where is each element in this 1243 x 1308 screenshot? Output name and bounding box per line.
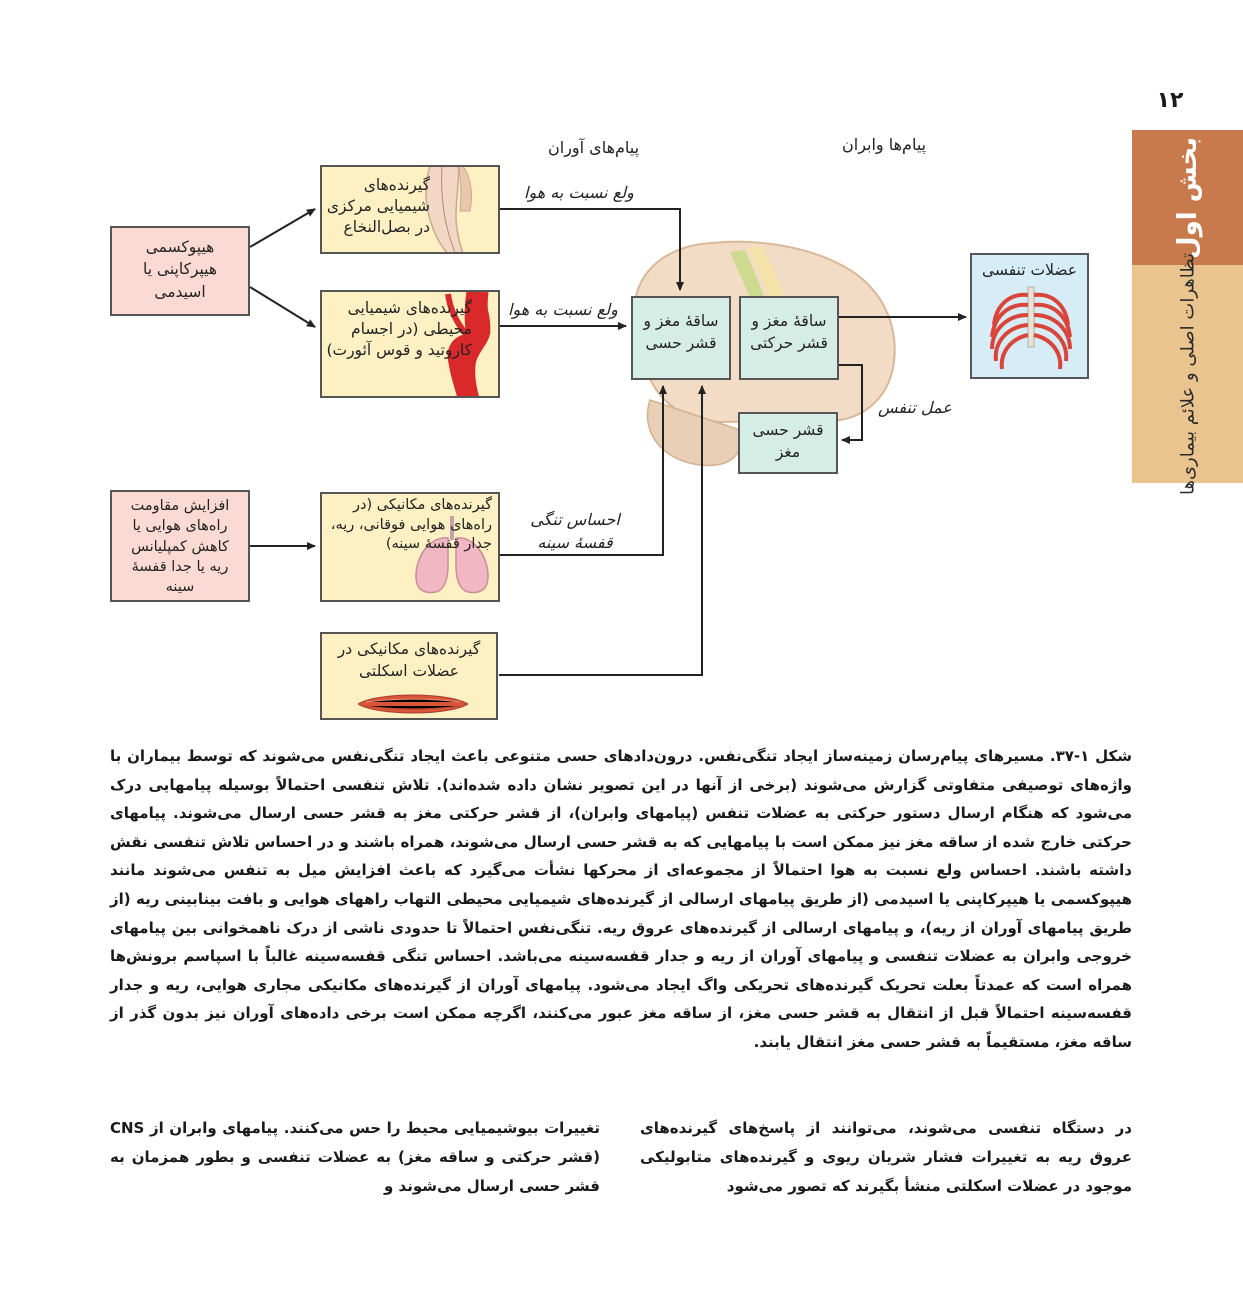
page-number: ۱۲ [1156, 88, 1184, 113]
receptor-mech-muscle-text: گیرنده‌های مکانیکی در عضلات اسکلتی [337, 640, 481, 681]
brainstem-motor-text: ساقهٔ مغز و قشر حرکتی [750, 312, 828, 353]
side-tab-part: بخش اول [1132, 130, 1243, 265]
respiratory-muscles-text: عضلات تنفسی [981, 261, 1078, 279]
stimulus-mechanical-text: افزایش مقاومت راه‌های هوایی یا کاهش کمپل… [130, 498, 230, 596]
label-air-hunger-central: ولع نسبت به هوا [524, 183, 634, 202]
sensory-cortex-box: قشر حسی مغز [738, 412, 838, 474]
brainstem-sensory-box: ساقهٔ مغز و قشر حسی [631, 296, 731, 380]
receptor-peripheral-box: گیرنده‌های شیمیایی محیطی (در اجسام کاروت… [320, 290, 500, 398]
medulla-illustration [425, 167, 472, 252]
header-efferent: پیام‌ها وابران [842, 135, 927, 154]
receptor-central-box: گیرنده‌های شیمیایی مرکزی در بصل‌النخاع [320, 165, 500, 254]
sensory-cortex-text: قشر حسی مغز [752, 421, 824, 462]
figure-caption-label: شکل ۱-۳۷. مسیرهای پیام‌رسان زمینه‌ساز ای… [698, 747, 1132, 765]
muscle-illustration [358, 694, 468, 714]
receptor-peripheral-text: گیرنده‌های شیمیایی محیطی (در اجسام کاروت… [326, 299, 472, 359]
stimulus-chemical-box: هیپوکسمی هیپرکاپنی یا اسیدمی [110, 226, 250, 316]
rib-cage-illustration [990, 286, 1072, 370]
aortic-arch-illustration [445, 292, 491, 396]
figure-caption: شکل ۱-۳۷. مسیرهای پیام‌رسان زمینه‌ساز ای… [110, 742, 1132, 1057]
brainstem-sensory-text: ساقهٔ مغز و قشر حسی [643, 312, 719, 353]
label-chest-tightness: احساس تنگی قفسهٔ سینه [530, 510, 620, 553]
receptor-central-text: گیرنده‌های شیمیایی مرکزی در بصل‌النخاع [326, 176, 430, 236]
respiratory-muscles-box: عضلات تنفسی [970, 253, 1089, 379]
side-tab-chapter: تظاهرات اصلی و علائم بیماری‌ها [1132, 253, 1243, 495]
figure-caption-text: درون‌دادهای حسی متنوعی باعث ایجاد تنگی‌ن… [110, 747, 1132, 1051]
receptor-mech-airway-box: گیرنده‌های مکانیکی (در راه‌های هوایی فوق… [320, 492, 500, 602]
receptor-mech-airway-text: گیرنده‌های مکانیکی (در راه‌های هوایی فوق… [330, 497, 492, 553]
body-column-left: تغییرات بیوشیمیایی محیط را حس می‌کنند. پ… [110, 1119, 600, 1195]
stimulus-mechanical-box: افزایش مقاومت راه‌های هوایی یا کاهش کمپل… [110, 490, 250, 602]
lungs-illustration [415, 516, 489, 594]
label-air-hunger-peripheral: ولع نسبت به هوا [508, 300, 618, 319]
stimulus-chemical-text: هیپوکسمی هیپرکاپنی یا اسیدمی [142, 238, 218, 301]
figure-dyspnea-pathways: پیام‌های آوران پیام‌ها وابران هیپوکسمی ه… [110, 135, 1089, 720]
receptor-mech-muscle-box: گیرنده‌های مکانیکی در عضلات اسکلتی [320, 632, 498, 720]
body-column-right: در دستگاه تنفسی می‌شوند، می‌توانند از پا… [640, 1119, 1132, 1195]
label-work-of-breathing: عمل تنفس [878, 398, 952, 417]
header-afferent: پیام‌های آوران [548, 138, 640, 157]
brainstem-motor-box: ساقهٔ مغز و قشر حرکتی [739, 296, 839, 380]
